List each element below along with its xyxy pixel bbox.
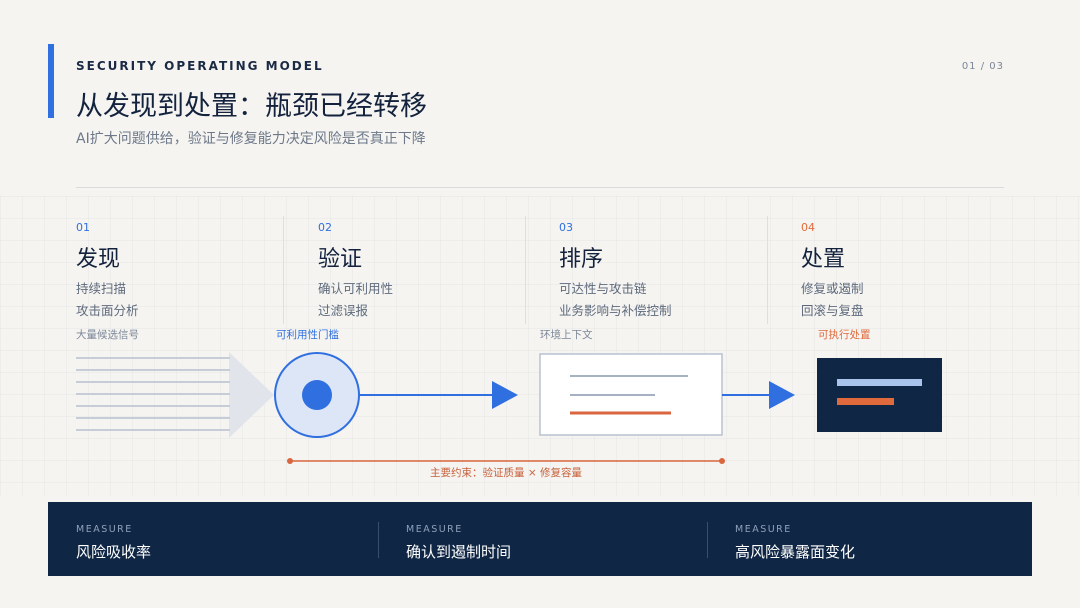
page-indicator: 01 / 03	[961, 61, 1004, 72]
step-prioritize: 03 排序 可达性与攻击链 业务影响与补偿控制	[525, 216, 766, 324]
step-detail: 确认可利用性	[318, 281, 394, 296]
step-detail: 业务影响与补偿控制	[559, 303, 672, 318]
measure-caption: MEASURE	[735, 524, 792, 535]
step-number: 02	[318, 221, 332, 234]
measure-value: 风险吸收率	[76, 543, 152, 561]
step-detail: 持续扫描	[76, 281, 127, 296]
step-title: 排序	[559, 247, 604, 272]
step-verify: 02 验证 确认可利用性 过滤误报	[283, 216, 524, 324]
funnel-arrow-shape	[229, 352, 274, 438]
flow-label-threshold: 可利用性门槛	[276, 329, 339, 341]
step-detail: 攻击面分析	[76, 303, 139, 318]
step-detail: 可达性与攻击链	[559, 281, 647, 296]
measures-band: MEASURE 风险吸收率 MEASURE 确认到遏制时间 MEASURE 高风…	[48, 502, 1032, 576]
step-detail: 修复或遏制	[801, 281, 864, 296]
step-number: 04	[801, 221, 815, 234]
flow-label-actionable: 可执行处置	[818, 329, 871, 341]
constraint-label: 主要约束：验证质量 × 修复容量	[430, 467, 582, 479]
step-remediate: 04 处置 修复或遏制 回滚与复盘	[767, 216, 1008, 324]
signal-lines	[76, 357, 230, 431]
arrow-right-icon	[722, 381, 795, 409]
header-divider	[76, 187, 1004, 188]
step-discover: 01 发现 持续扫描 攻击面分析	[76, 216, 316, 324]
arrow-right-icon	[359, 381, 518, 409]
constraint-bracket	[287, 458, 725, 464]
measure-divider	[378, 522, 379, 558]
flow-label-context: 环境上下文	[540, 329, 593, 341]
step-number: 03	[559, 221, 573, 234]
step-title: 发现	[76, 247, 121, 272]
measure-caption: MEASURE	[76, 524, 133, 535]
step-title: 处置	[801, 247, 846, 272]
step-detail: 过滤误报	[318, 303, 369, 318]
action-panel-icon	[817, 358, 942, 432]
flow-label-signals: 大量候选信号	[76, 329, 139, 341]
measure-value: 确认到遏制时间	[406, 543, 512, 561]
step-title: 验证	[318, 247, 363, 272]
measure-value: 高风险暴露面变化	[735, 543, 856, 561]
page-subtitle: AI扩大问题供给，验证与修复能力决定风险是否真正下降	[76, 131, 426, 147]
measure-caption: MEASURE	[406, 524, 463, 535]
step-number: 01	[76, 221, 90, 234]
eyebrow-label: SECURITY OPERATING MODEL	[76, 59, 324, 73]
accent-bar	[48, 44, 54, 118]
page-title: 从发现到处置：瓶颈已经转移	[76, 91, 427, 122]
measure-divider	[707, 522, 708, 558]
signal-funnel	[76, 352, 274, 438]
step-detail: 回滚与复盘	[801, 303, 864, 318]
context-document-icon	[539, 353, 723, 436]
exploitability-gate-icon	[274, 352, 360, 438]
